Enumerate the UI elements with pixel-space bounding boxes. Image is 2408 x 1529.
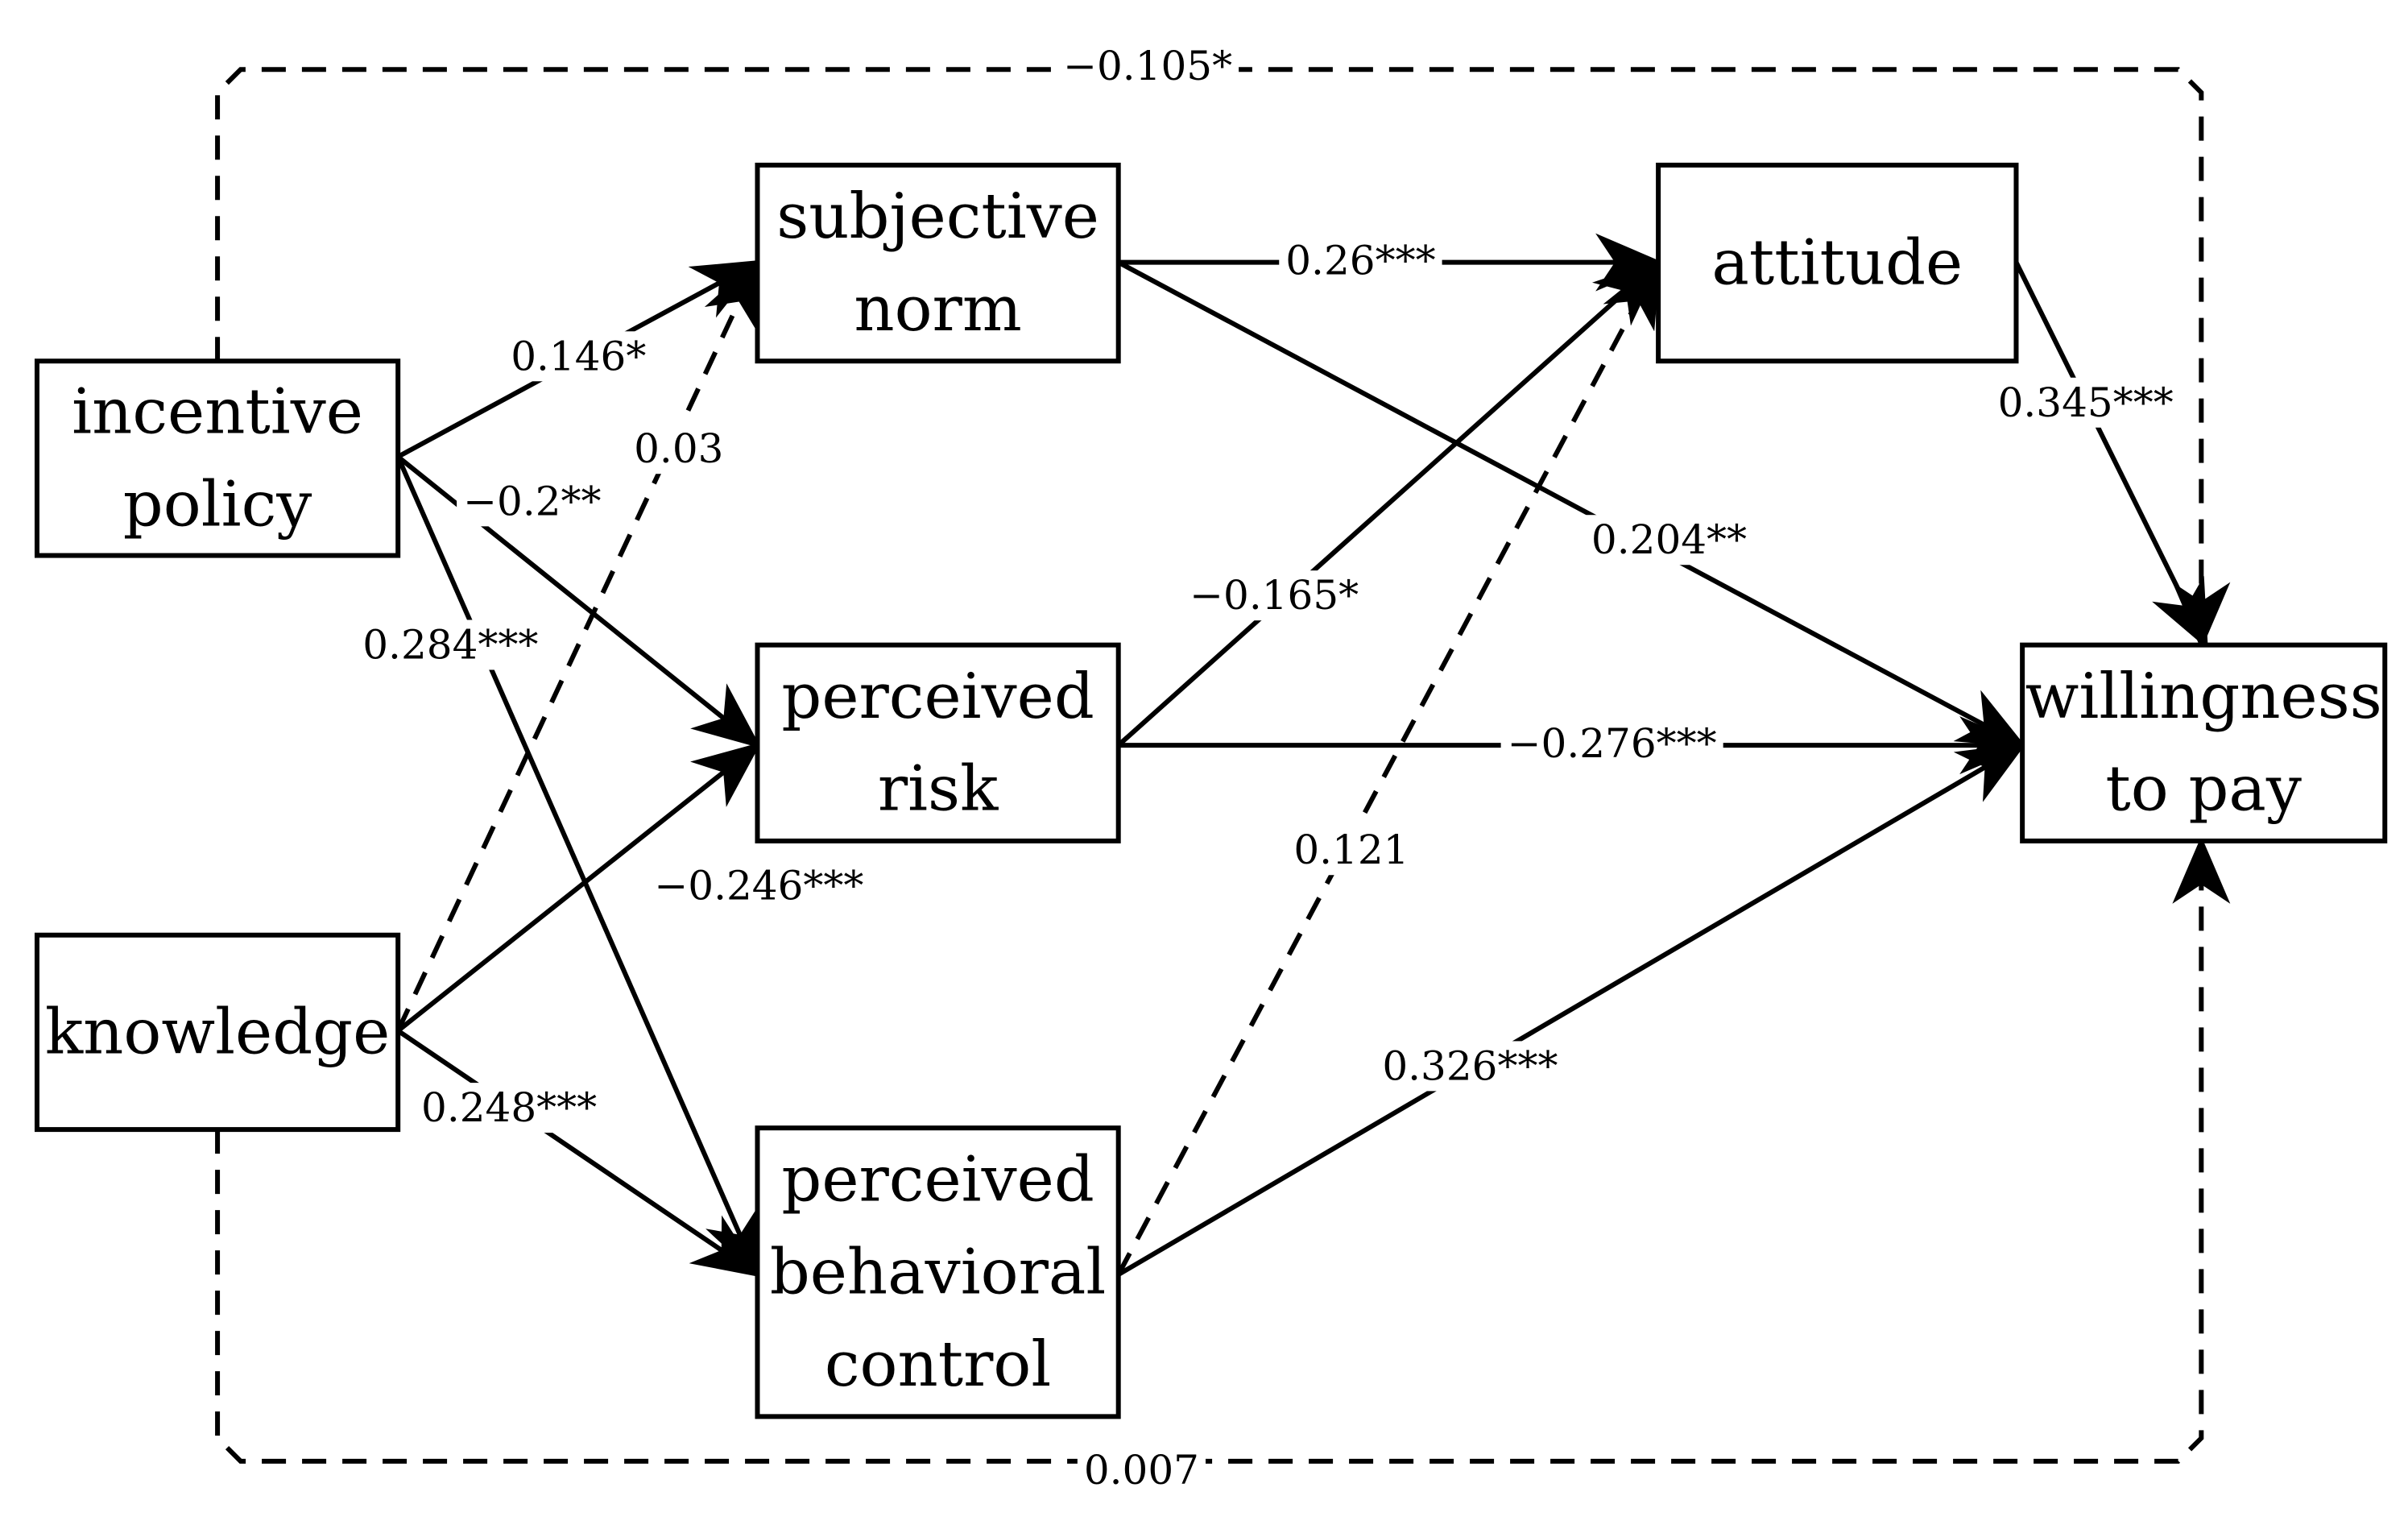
- coefficient-label-background: [1500, 719, 1723, 769]
- node-box: [2020, 642, 2388, 843]
- coefficient-text: 0.204**: [1591, 516, 1747, 563]
- coefficient-label-kn-wtp: 0.007: [1077, 1445, 1206, 1496]
- edge-kn-wtp: [215, 835, 2231, 1464]
- coefficient-label-att-wtp: 0.345***: [1991, 377, 2180, 428]
- coefficient-label-sn-att: 0.26***: [1279, 235, 1442, 286]
- coefficient-label-background: [1057, 41, 1239, 92]
- coefficient-label-kn-pbc: 0.248***: [415, 1083, 604, 1133]
- coefficient-label-background: [1287, 825, 1416, 876]
- node-label-line: attitude: [1711, 227, 1963, 300]
- coefficient-label-pr-att: −0.165*: [1183, 570, 1366, 621]
- coefficient-text: −0.2**: [463, 478, 601, 524]
- node-box: [755, 1125, 1121, 1419]
- coefficient-label-background: [1279, 235, 1442, 286]
- node-label-line: perceived: [781, 1143, 1094, 1216]
- coefficient-label-ip-pbc: 0.284***: [356, 619, 545, 670]
- coefficient-label-background: [627, 424, 730, 474]
- coefficient-label-pr-wtp: −0.276***: [1500, 719, 1723, 769]
- node-label-line: norm: [854, 273, 1021, 346]
- coefficient-text: −0.165*: [1190, 572, 1359, 619]
- coefficient-text: 0.345***: [1998, 379, 2174, 426]
- edge-kn-pr: [396, 742, 762, 1033]
- edge-sn-wtp: [1117, 259, 2027, 748]
- coefficient-label-ip-sn: 0.146*: [504, 331, 653, 382]
- coefficient-label-background: [457, 476, 608, 527]
- node-label-line: subjective: [776, 180, 1099, 253]
- node-box: [755, 642, 1121, 843]
- node-label-line: control: [825, 1328, 1051, 1401]
- node-label-line: incentive: [72, 375, 363, 448]
- coefficient-text: 0.26***: [1285, 238, 1435, 284]
- coefficient-labels-layer: 0.146* −0.2** 0.284*** 0.03 −0.246*** 0.248**…: [356, 41, 2180, 1496]
- edge-pr-att: [1116, 259, 1662, 748]
- node-label-line: perceived: [781, 661, 1094, 733]
- coefficient-text: 0.284***: [362, 621, 538, 668]
- coefficient-label-background: [1991, 377, 2180, 428]
- edge-att-wtp: [2013, 261, 2208, 650]
- coefficient-label-sn-wtp: 0.204**: [1584, 515, 1754, 566]
- coefficient-label-background: [356, 619, 545, 670]
- coefficient-text: 0.248***: [421, 1084, 597, 1131]
- node-label-line: to pay: [2105, 753, 2302, 826]
- node-label-line: behavioral: [770, 1236, 1107, 1308]
- nodes-layer: incentive policy knowledge subjective norm pe…: [34, 162, 2388, 1419]
- coefficient-label-background: [415, 1083, 604, 1133]
- coefficient-text: 0.121: [1293, 827, 1409, 873]
- node-incentive-policy: incentive policy: [34, 358, 401, 558]
- coefficient-label-background: [1183, 570, 1366, 621]
- node-label-line: policy: [123, 468, 312, 541]
- node-box: [34, 932, 401, 1133]
- coefficient-text: 0.326***: [1382, 1042, 1558, 1089]
- node-knowledge: knowledge: [34, 932, 401, 1133]
- coefficient-label-background: [648, 860, 871, 911]
- coefficient-label-background: [504, 331, 653, 382]
- coefficient-text: 0.007: [1084, 1447, 1199, 1494]
- edge-pbc-wtp: [1117, 743, 2027, 1277]
- node-perceived-behavioral-control: perceived behavioral control: [755, 1125, 1121, 1419]
- coefficient-text: 0.03: [634, 425, 723, 472]
- edge-ip-pbc: [395, 455, 760, 1279]
- coefficient-text: −0.276***: [1508, 720, 1717, 767]
- coefficient-label-ip-wtp: −0.105*: [1057, 41, 1239, 92]
- node-label-line: risk: [878, 753, 999, 826]
- node-perceived-risk: perceived risk: [755, 642, 1121, 843]
- node-box: [34, 358, 401, 558]
- node-attitude: attitude: [1656, 162, 2019, 364]
- edge-kn-pbc: [396, 1029, 762, 1278]
- coefficient-label-background: [1584, 515, 1754, 566]
- coefficient-text: −0.246***: [654, 862, 863, 909]
- edge-pbc-att: [1116, 258, 1661, 1276]
- coefficient-label-pbc-att: 0.121: [1287, 825, 1416, 876]
- coefficient-text: 0.146*: [511, 333, 646, 379]
- node-label-line: knowledge: [45, 996, 390, 1068]
- edge-kn-sn: [395, 258, 760, 1032]
- coefficient-label-pbc-wtp: 0.326***: [1376, 1041, 1565, 1092]
- node-willingness-to-pay: willingness to pay: [2020, 642, 2388, 843]
- coefficient-text: −0.105*: [1063, 43, 1232, 89]
- node-subjective-norm: subjective norm: [755, 162, 1121, 364]
- coefficient-label-ip-pr: −0.2**: [457, 476, 608, 527]
- coefficient-label-background: [1077, 1445, 1206, 1496]
- coefficient-label-kn-pr: −0.246***: [648, 860, 871, 911]
- node-label-line: willingness: [2025, 661, 2382, 733]
- node-box: [755, 162, 1121, 364]
- coefficient-label-background: [1376, 1041, 1565, 1092]
- node-box: [1656, 162, 2019, 364]
- coefficient-label-kn-sn: 0.03: [627, 424, 730, 474]
